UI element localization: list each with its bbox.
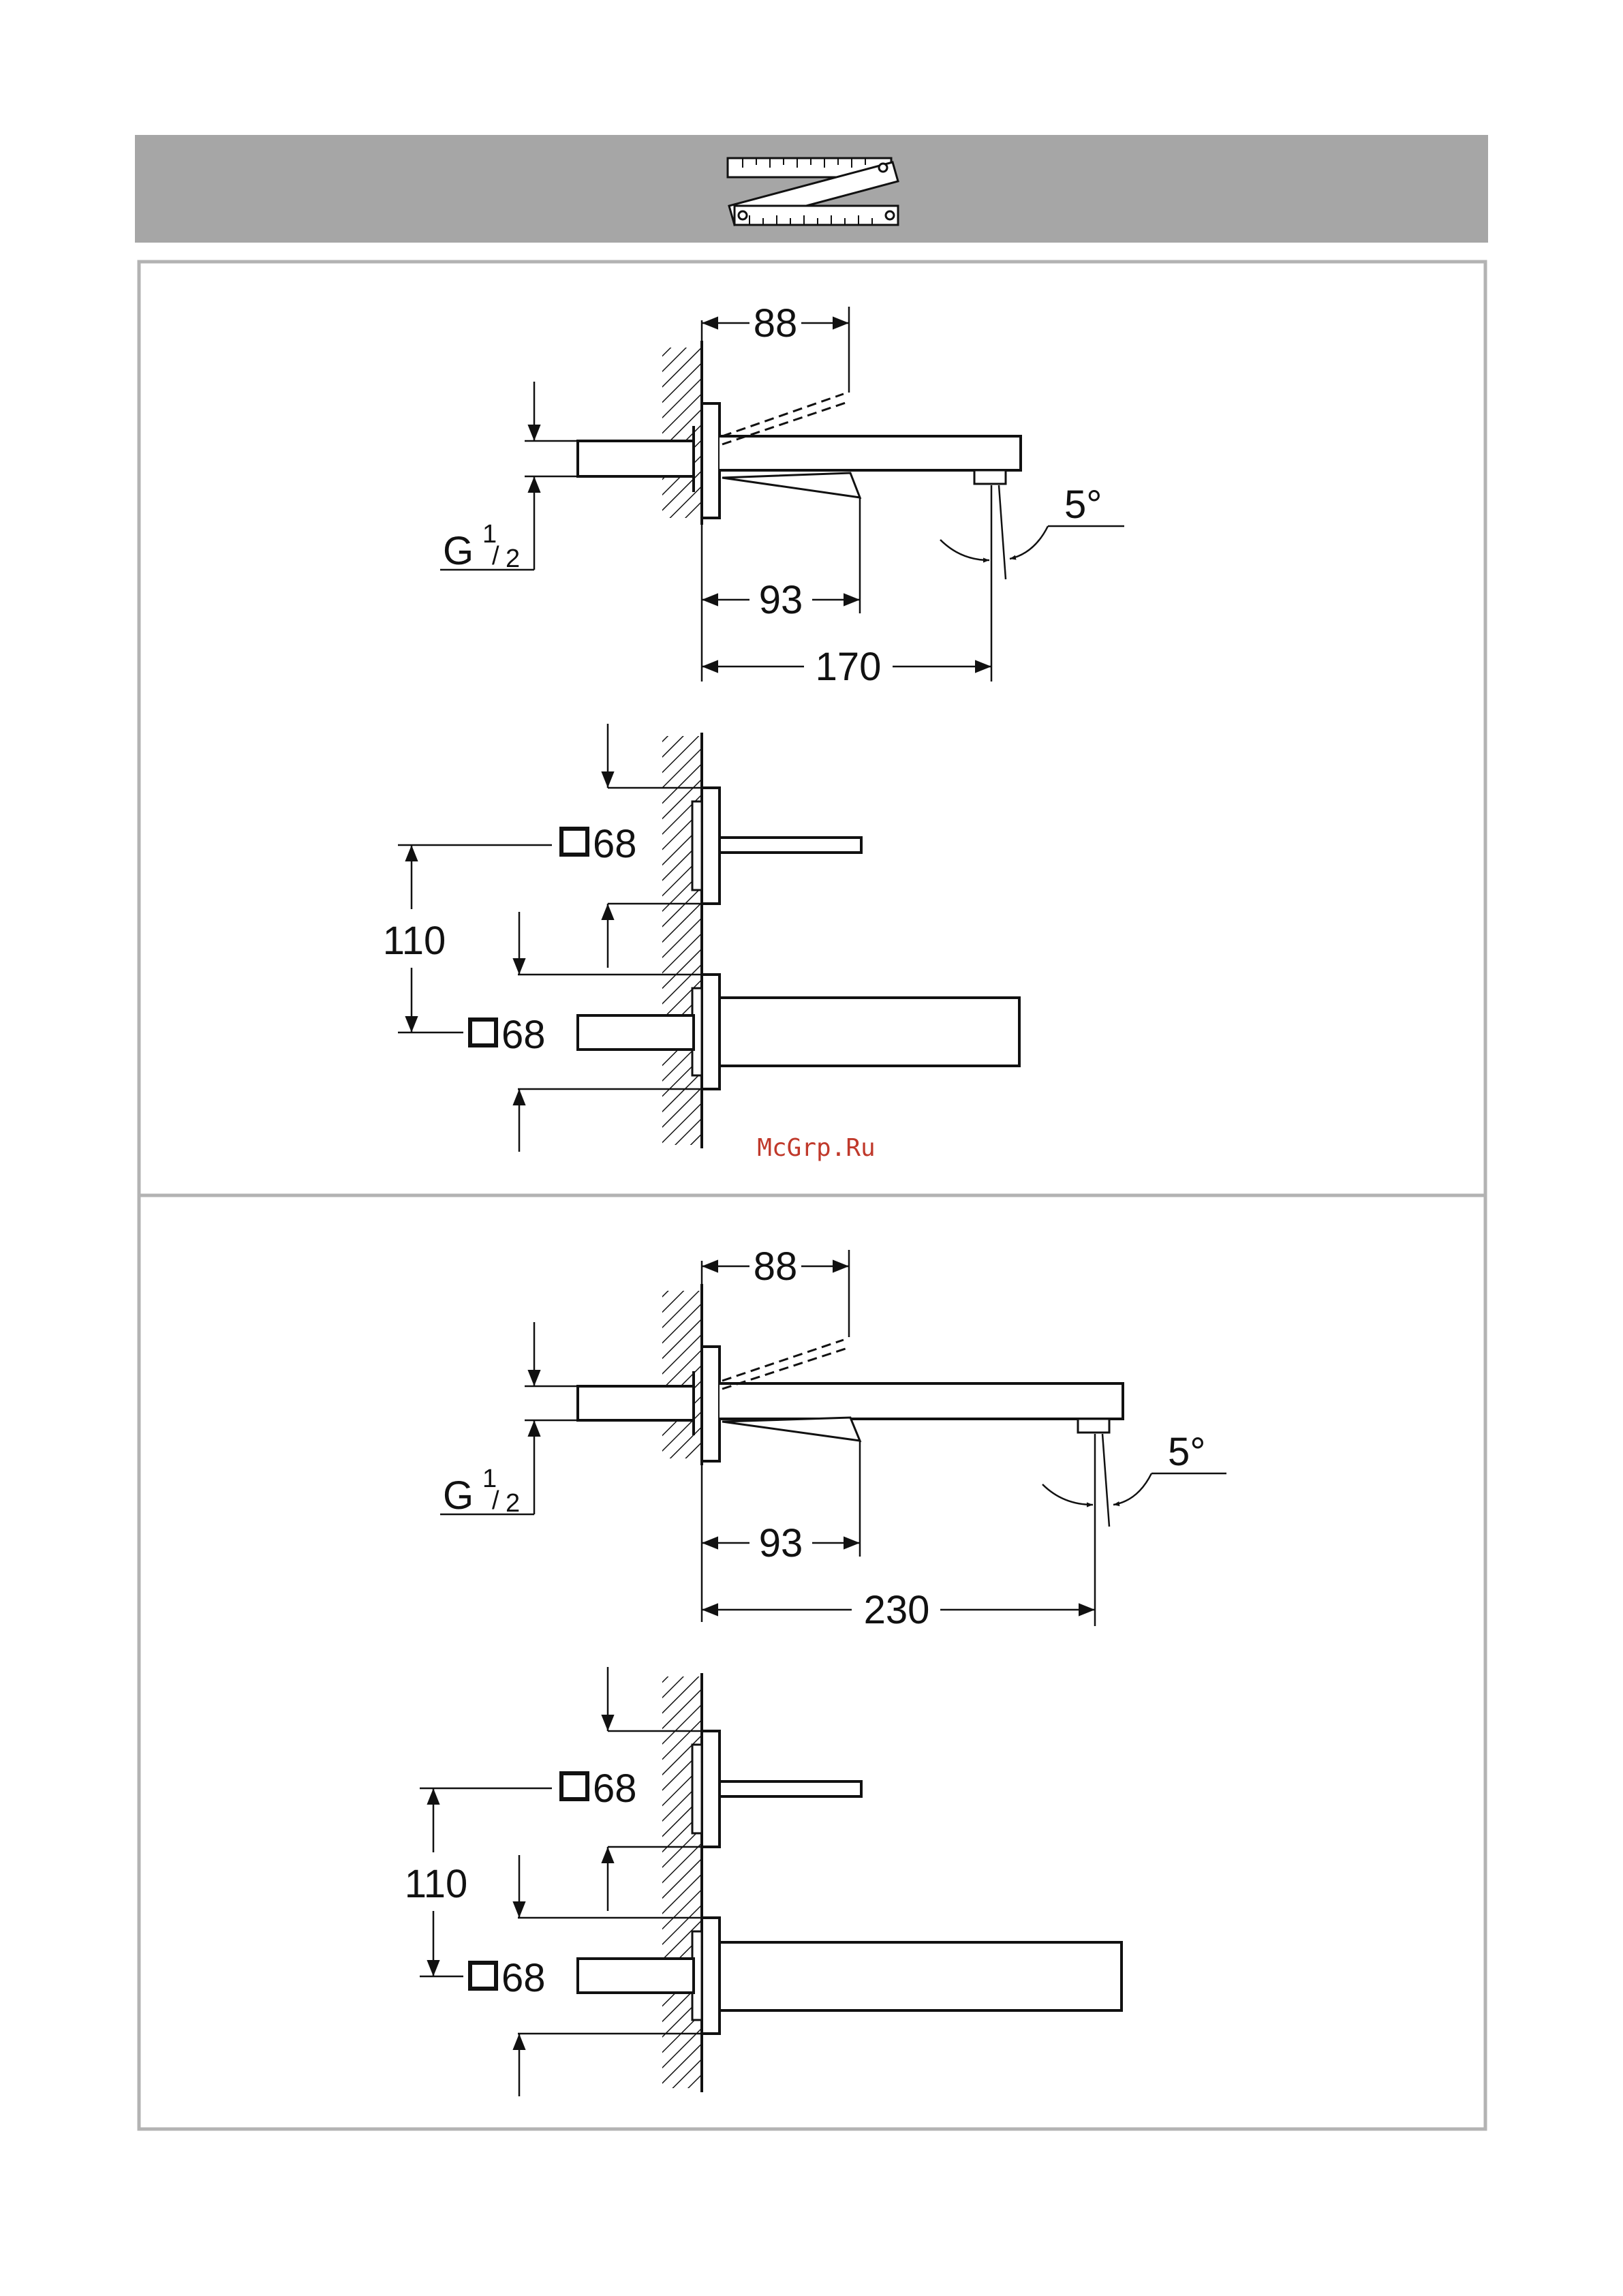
square-68-upper: 68 — [593, 1766, 637, 1811]
dim-angle: 5° — [1168, 1430, 1205, 1474]
dim-88: 88 — [754, 1244, 798, 1289]
dim-93: 93 — [759, 1521, 803, 1565]
dim-230: 230 — [864, 1588, 930, 1632]
thread-den: 2 — [506, 545, 520, 573]
dim-170: 170 — [816, 645, 882, 689]
thread-den: 2 — [506, 1489, 520, 1518]
square-68-lower: 68 — [501, 1013, 546, 1057]
side-view-1: 88 93 170 5° G 1 / — [440, 301, 1124, 689]
thread-slash: / — [492, 542, 499, 570]
watermark: McGrp.Ru — [757, 1134, 875, 1162]
square-68-lower: 68 — [501, 1956, 546, 2000]
panel-1: 88 93 170 5° G 1 / — [383, 301, 1124, 1152]
dim-93: 93 — [759, 578, 803, 622]
spacing-110: 110 — [405, 1862, 467, 1906]
front-view-1: 68 110 68 — [383, 724, 1019, 1152]
thread-g: G — [443, 1473, 474, 1518]
panel-2: 88 93 230 5° G 1 / — [405, 1244, 1226, 2096]
square-68-upper: 68 — [593, 822, 637, 866]
thread-slash: / — [492, 1486, 499, 1515]
dim-88: 88 — [754, 301, 798, 346]
front-view-2: 68 110 68 — [405, 1667, 1122, 2096]
dim-angle: 5° — [1064, 483, 1102, 527]
side-view-2: 88 93 230 5° G 1 / — [440, 1244, 1226, 1632]
spacing-110: 110 — [383, 919, 446, 963]
thread-g: G — [443, 529, 474, 573]
